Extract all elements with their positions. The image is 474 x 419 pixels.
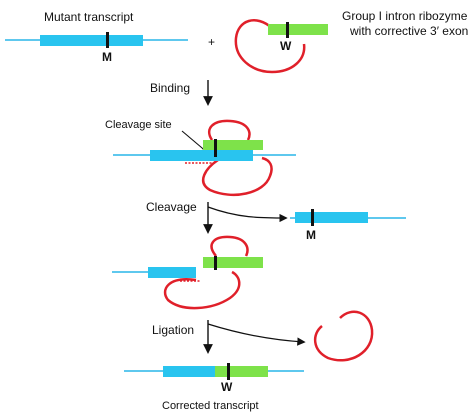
mutant-transcript-row: Mutant transcript M: [5, 10, 188, 64]
bound-corrective-exon: [203, 140, 263, 150]
mutation-mark: [106, 32, 109, 48]
mutation-label: M: [102, 50, 112, 64]
intermediate-loop-lower: [163, 270, 241, 310]
ribozyme-label-line1: Group I intron ribozyme: [342, 9, 468, 23]
ribozyme-loop-upper: [207, 119, 251, 141]
ribozyme-label-line2: with corrective 3′ exon: [349, 24, 468, 38]
ligation-product-arrow: [207, 323, 306, 346]
wildtype-label: W: [280, 39, 292, 53]
binding-step: Binding: [150, 80, 213, 106]
ribozyme-complex: W Group I intron ribozyme with correctiv…: [234, 9, 468, 74]
ligation-step: Ligation: [152, 310, 374, 362]
ligation-label: Ligation: [152, 323, 194, 337]
released-mutation-mark: [311, 209, 314, 226]
corrected-downstream-exon: [215, 366, 268, 377]
mutant-exon: [40, 35, 143, 46]
bound-mutant-exon: [150, 150, 253, 161]
plus-sign: +: [208, 35, 215, 49]
bound-wildtype-mark: [214, 139, 217, 157]
released-mutation-label: M: [306, 228, 316, 242]
cleavage-product-arrow: [207, 206, 288, 223]
corrected-wildtype-label: W: [221, 380, 233, 394]
intermediate-wildtype-mark: [214, 256, 217, 270]
corrected-transcript-row: W Corrected transcript: [124, 363, 304, 412]
ribozyme-loop: [234, 19, 306, 74]
bound-complex: Cleavage site: [105, 119, 296, 197]
released-mutant-exon: [295, 212, 368, 223]
binding-label: Binding: [150, 81, 190, 95]
corrected-wildtype-mark: [227, 363, 230, 380]
mutant-transcript-label: Mutant transcript: [44, 10, 134, 24]
cleaved-intermediate: [112, 235, 263, 310]
intermediate-corrective-exon: [203, 257, 263, 268]
cleavage-step: Cleavage M: [146, 200, 406, 242]
intermediate-loop-upper: [210, 235, 249, 257]
corrected-transcript-label: Corrected transcript: [162, 400, 259, 412]
released-ribozyme: [314, 310, 374, 362]
cleavage-site-label: Cleavage site: [105, 119, 172, 131]
ribozyme-loop-lower: [201, 156, 273, 197]
intermediate-mutant-exon: [148, 267, 196, 278]
wildtype-mark: [286, 22, 289, 38]
corrected-upstream-exon: [163, 366, 215, 377]
cleavage-label: Cleavage: [146, 200, 197, 214]
corrective-exon: [268, 24, 328, 35]
